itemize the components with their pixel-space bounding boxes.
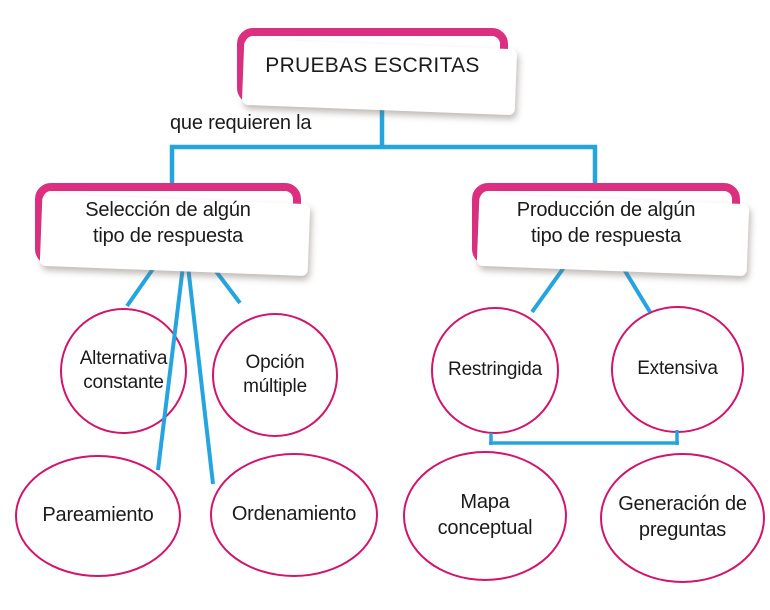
edge-seleccion-to-alternativa xyxy=(125,264,157,308)
node-generacion-de-preguntas-label: Generación de preguntas xyxy=(618,493,747,541)
node-ordenamiento-label: Ordenamiento xyxy=(231,503,357,526)
node-extensiva: Extensiva xyxy=(611,306,744,433)
node-mapa-conceptual-label: Mapa conceptual xyxy=(437,491,533,539)
node-restringida: Restringida xyxy=(431,307,559,434)
node-pareamiento: Pareamiento xyxy=(15,455,181,577)
node-mapa-conceptual: Mapa conceptual xyxy=(403,451,567,581)
edge-produccion-to-extensiva xyxy=(620,264,652,314)
node-extensiva-label: Extensiva xyxy=(637,358,718,380)
node-pruebas-escritas-label: PRUEBAS ESCRITAS xyxy=(265,53,480,77)
node-ordenamiento: Ordenamiento xyxy=(210,453,378,577)
node-restringida-label: Restringida xyxy=(448,359,542,381)
node-produccion: Producción de algún tipo de respuesta xyxy=(472,183,740,265)
edge-produccion-to-restringida xyxy=(530,264,567,314)
node-produccion-label: Producción de algún tipo de respuesta xyxy=(516,199,696,247)
edge-seleccion-to-ordenamiento xyxy=(186,265,215,485)
node-alternativa-constante: Alternativa constante xyxy=(60,308,187,434)
node-opcion-multiple-label: Opción múltiple xyxy=(243,351,307,397)
node-pruebas-escritas: PRUEBAS ESCRITAS xyxy=(237,28,508,104)
edge-label-que-requieren-la: que requieren la xyxy=(170,112,312,134)
node-opcion-multiple: Opción múltiple xyxy=(212,313,338,437)
node-seleccion: Selección de algún tipo de respuesta xyxy=(35,183,301,265)
node-seleccion-label: Selección de algún tipo de respuesta xyxy=(85,199,251,247)
node-generacion-de-preguntas: Generación de preguntas xyxy=(600,453,765,583)
node-alternativa-constante-label: Alternativa constante xyxy=(79,347,168,393)
node-pareamiento-label: Pareamiento xyxy=(42,504,154,527)
